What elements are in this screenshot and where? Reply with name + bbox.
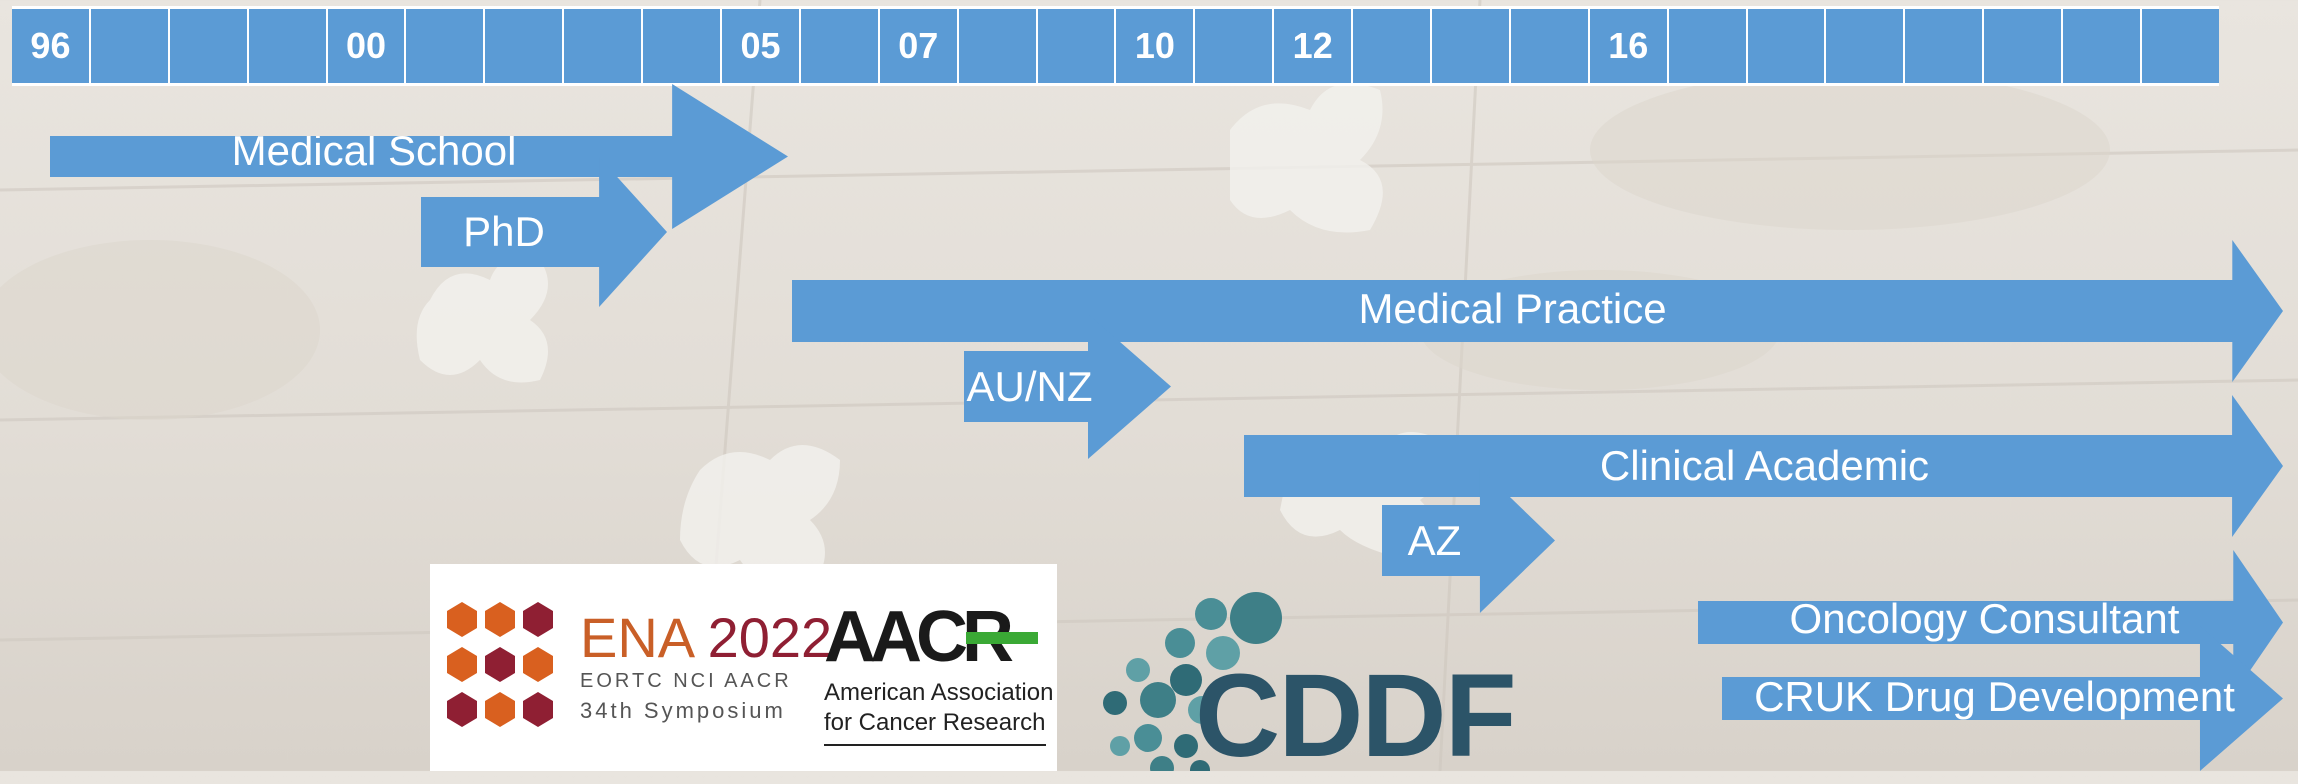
timeline-cell: [1984, 9, 2064, 83]
az-label: AZ: [1407, 516, 1462, 564]
timeline-cell: 12: [1274, 9, 1354, 83]
timeline-cell: [2142, 9, 2219, 83]
cddf-dots-logo: [1103, 592, 1282, 771]
timeline-cell: [959, 9, 1038, 83]
au-nz-label: AU/NZ: [966, 362, 1093, 410]
ena-symposium: 34th Symposium: [580, 698, 786, 724]
aacr-name-line1: American Association: [824, 679, 1054, 706]
timeline-cell: [1905, 9, 1985, 83]
aacr-divider: [824, 744, 1046, 746]
phd-arrow: PhD: [421, 157, 667, 307]
timeline-cell: [643, 9, 723, 83]
aacr-name-line2: for Cancer Research: [824, 709, 1046, 736]
cddf-wordmark: CDDF: [1195, 650, 1517, 782]
timeline-cell: [1511, 9, 1590, 83]
cruk-drug-development-label: CRUK Drug Development: [1754, 672, 2235, 720]
phd-label: PhD: [463, 208, 545, 255]
aacr-green-bar: [966, 632, 1038, 644]
ena-organisers: EORTC NCI AACR: [580, 670, 792, 692]
timeline-cell: [1669, 9, 1748, 83]
timeline-cell: [91, 9, 170, 83]
timeline-cell: [1353, 9, 1433, 83]
timeline-cell: 05: [722, 9, 801, 83]
timeline-cell: [1038, 9, 1117, 83]
ena-symposium-text: 34th Symposium: [580, 698, 786, 723]
timeline-cell: [1826, 9, 1906, 83]
timeline-cell: 07: [880, 9, 959, 83]
timeline-cell: 10: [1116, 9, 1196, 83]
oncology-consultant-label: Oncology Consultant: [1789, 594, 2180, 642]
timeline-cell: [170, 9, 249, 83]
timeline-cell: [485, 9, 565, 83]
timeline-cell: [801, 9, 880, 83]
medical-practice-label: Medical Practice: [1358, 285, 1667, 332]
oncology-consultant-arrow: Oncology Consultant: [1698, 550, 2283, 695]
timeline-cell: [249, 9, 328, 83]
ena-hexagon-logo: [447, 602, 553, 727]
timeline-cell: [2063, 9, 2143, 83]
ena-2022-title: ENA 2022: [580, 605, 832, 670]
timeline-cell: [1432, 9, 1511, 83]
timeline-cell: 00: [328, 9, 407, 83]
medical-school-label: Medical School: [231, 126, 517, 174]
year-timeline: 96 00 05 07 10 12 16: [12, 6, 2219, 86]
medical-school-arrow: Medical School: [50, 84, 788, 229]
timeline-cell: 96: [12, 9, 91, 83]
timeline-cell: [1748, 9, 1827, 83]
timeline-cell: [406, 9, 486, 83]
timeline-cell: 16: [1590, 9, 1669, 83]
cruk-drug-development-arrow: CRUK Drug Development: [1722, 626, 2283, 771]
timeline-cell: [564, 9, 644, 83]
timeline-cell: [1195, 9, 1275, 83]
ena-title-year: 2022: [707, 606, 833, 669]
ena-title-prefix: ENA: [580, 606, 708, 669]
clinical-academic-label: Clinical Academic: [1599, 442, 1930, 489]
